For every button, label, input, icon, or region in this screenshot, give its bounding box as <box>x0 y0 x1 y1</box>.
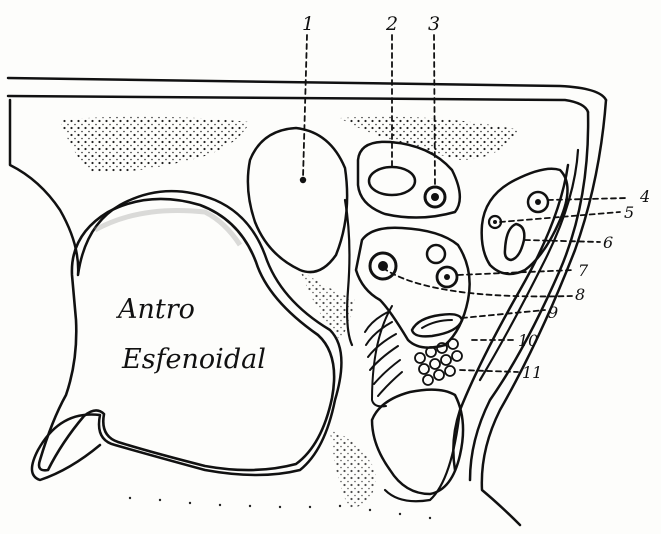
caption-antro: Antro <box>115 294 195 325</box>
structure-3-core <box>431 193 439 201</box>
label-4: 4 <box>639 187 650 206</box>
structure-5-core <box>493 220 497 224</box>
structure-6-oval <box>505 224 524 260</box>
leader-3 <box>434 35 435 186</box>
label-11: 11 <box>522 363 542 382</box>
label-1: 1 <box>302 13 314 35</box>
bone-stipple-bottom <box>330 430 376 510</box>
bone-stipple-top-left <box>60 116 250 172</box>
structure-10-inner <box>422 320 452 328</box>
structure-upper-small-ring <box>427 245 445 263</box>
leader-9 <box>462 310 545 318</box>
bottom-dots <box>129 497 431 519</box>
caption-esfenoidal: Esfenoidal <box>121 344 266 375</box>
label-9: 9 <box>548 303 558 322</box>
antrum-cavity <box>39 199 334 470</box>
structure-7-core <box>444 274 450 280</box>
label-6: 6 <box>603 233 613 252</box>
leader-8 <box>383 268 572 296</box>
label-5: 5 <box>624 203 634 222</box>
structure-4-core <box>535 199 541 205</box>
label-2: 2 <box>385 13 398 35</box>
leader-6 <box>525 240 600 242</box>
label-8: 8 <box>575 285 585 304</box>
label-3: 3 <box>428 13 440 35</box>
leader-1 <box>303 35 307 178</box>
top-border-inner <box>8 96 588 112</box>
label-10: 10 <box>518 331 538 350</box>
structure-1-dot <box>300 177 306 183</box>
antrum-rim-shading <box>95 210 240 245</box>
label-7: 7 <box>578 261 589 280</box>
lower-connection <box>385 410 460 501</box>
structure-2-ring <box>369 167 415 195</box>
